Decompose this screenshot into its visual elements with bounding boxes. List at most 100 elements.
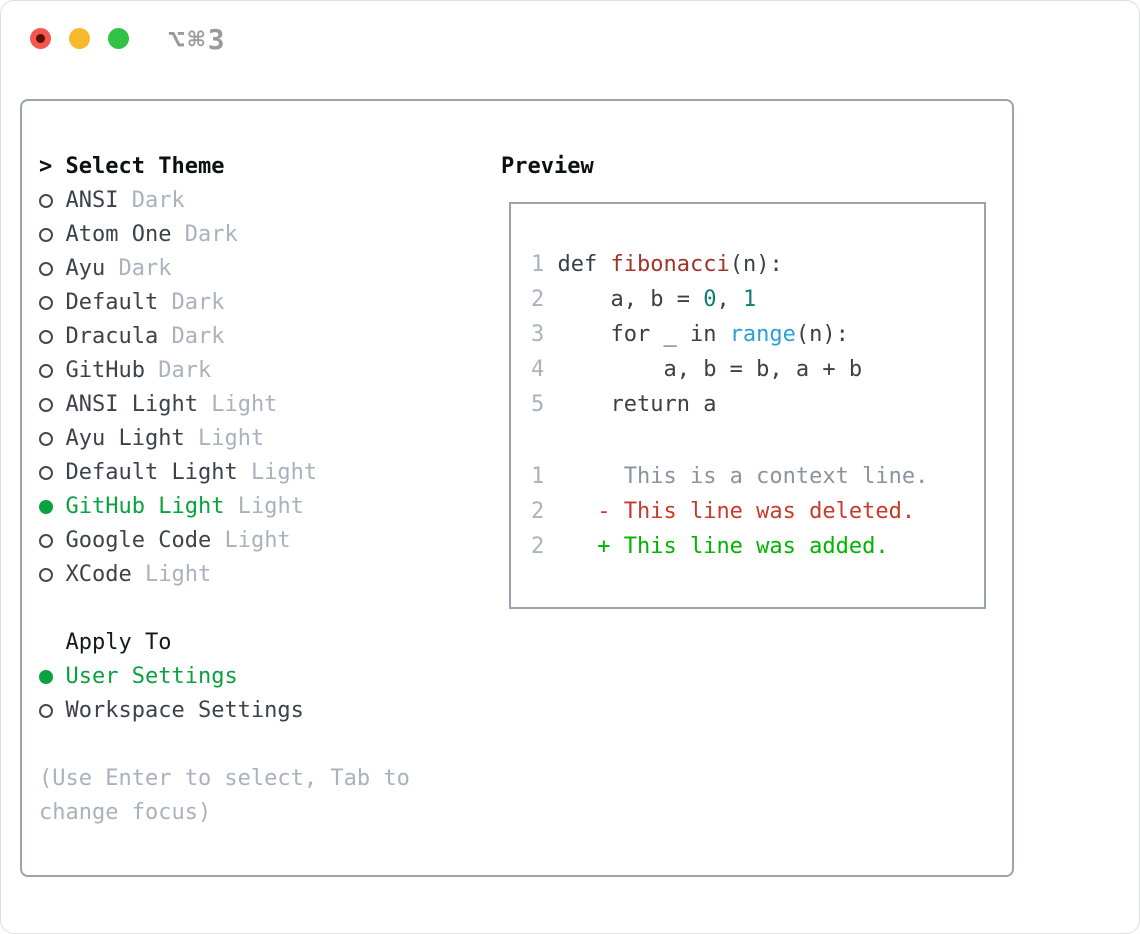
apply-option-workspace-settings[interactable]: Workspace Settings <box>39 694 437 728</box>
code-line: 4 a, b = b, a + b <box>531 352 984 387</box>
diff-text: + This line was added. <box>557 529 889 564</box>
radio-cell <box>39 296 66 310</box>
line-number: 2 <box>531 499 545 524</box>
close-button-dot <box>36 34 45 43</box>
theme-option-default-light[interactable]: Default Light Light <box>39 456 437 490</box>
code-text: a, b = b, a + b <box>557 352 863 387</box>
radio-cell <box>39 466 66 480</box>
radio-icon <box>39 228 53 242</box>
theme-variant-tag: Dark <box>158 358 212 383</box>
code-token: return a <box>557 392 717 417</box>
code-text: a, b = 0, 1 <box>557 282 756 317</box>
apply-option-user-settings[interactable]: User Settings <box>39 660 437 694</box>
code-token: for _ in <box>557 322 730 347</box>
code-token: a, b = b, a + b <box>557 357 863 382</box>
diff-token: - This line was deleted. <box>557 499 916 524</box>
code-line: 5 return a <box>531 387 984 422</box>
apply-to-header-row: Apply To <box>39 626 437 660</box>
code-token: a, b = <box>557 287 704 312</box>
caret-icon: > <box>39 154 53 179</box>
panel-header-row: > Select Theme <box>39 150 437 184</box>
titlebar: ⌥⌘3 <box>1 1 1139 77</box>
line-number: 1 <box>531 252 545 277</box>
radio-icon <box>39 534 53 548</box>
theme-option-default[interactable]: Default Dark <box>39 286 437 320</box>
theme-variant-tag: Light <box>211 392 278 417</box>
radio-icon <box>39 296 53 310</box>
line-number: 2 <box>531 287 545 312</box>
radio-cell <box>39 228 66 242</box>
apply-to-title: Apply To <box>65 630 172 655</box>
theme-variant-tag: Light <box>250 460 318 485</box>
preview-title: Preview <box>501 154 594 179</box>
radio-cell <box>39 194 66 208</box>
theme-name: ANSI <box>65 188 119 213</box>
radio-selected-icon <box>39 670 53 684</box>
radio-cell <box>39 670 66 684</box>
theme-name: Ayu <box>65 256 106 281</box>
apply-option-label: Workspace Settings <box>65 698 304 723</box>
theme-name: Ayu Light <box>65 426 185 451</box>
line-number: 4 <box>531 357 545 382</box>
theme-variant-tag: Light <box>197 426 265 451</box>
code-line: 2 a, b = 0, 1 <box>531 282 984 317</box>
theme-name: Dracula <box>65 324 159 349</box>
radio-icon <box>39 432 53 446</box>
line-number: 5 <box>531 392 545 417</box>
theme-option-dracula[interactable]: Dracula Dark <box>39 320 437 354</box>
radio-cell <box>39 364 66 378</box>
theme-option-github-light[interactable]: GitHub Light Light <box>39 490 437 524</box>
theme-name: Default Light <box>65 460 238 485</box>
code-text: return a <box>557 387 717 422</box>
zoom-button[interactable] <box>108 28 129 49</box>
theme-variant-tag: Light <box>237 494 304 519</box>
theme-name: Default <box>65 290 159 315</box>
radio-icon <box>39 398 53 412</box>
code-text: def fibonacci(n): <box>558 247 783 282</box>
theme-variant-tag: Dark <box>171 290 225 315</box>
radio-icon <box>39 704 53 718</box>
code-token: (n): <box>729 252 783 277</box>
theme-variant-tag: Dark <box>171 324 225 349</box>
radio-icon <box>39 330 53 344</box>
code-line: 3 for _ in range(n): <box>531 317 984 352</box>
radio-cell <box>39 534 66 548</box>
blank-line <box>531 422 984 457</box>
code-token: 0 <box>703 287 717 312</box>
theme-name: GitHub Light <box>65 494 225 519</box>
theme-variant-tag: Light <box>144 562 212 587</box>
diff-token: This is a context line. <box>557 464 929 489</box>
close-button[interactable] <box>30 28 51 49</box>
theme-variant-tag: Light <box>224 528 291 553</box>
code-token: def <box>557 252 611 277</box>
apply-option-label: User Settings <box>65 664 238 689</box>
diff-token: + This line was added. <box>557 534 889 559</box>
hint-text: (Use Enter to select, Tab to change focu… <box>39 766 424 825</box>
theme-name: GitHub <box>65 358 145 383</box>
theme-option-github[interactable]: GitHub Dark <box>39 354 437 388</box>
diff-text: - This line was deleted. <box>557 494 916 529</box>
code-token: range <box>729 322 796 347</box>
theme-option-ayu-light[interactable]: Ayu Light Light <box>39 422 437 456</box>
minimize-button[interactable] <box>69 28 90 49</box>
diff-line-deleted: 2 - This line was deleted. <box>531 494 984 529</box>
radio-cell <box>39 432 66 446</box>
line-number: 2 <box>531 534 545 559</box>
radio-icon <box>39 262 53 276</box>
radio-icon <box>39 568 53 582</box>
diff-line-context: 1 This is a context line. <box>531 459 984 494</box>
radio-selected-icon <box>39 500 53 514</box>
radio-cell <box>39 704 66 718</box>
line-number: 3 <box>531 322 545 347</box>
panel-title: Select Theme <box>65 154 225 179</box>
